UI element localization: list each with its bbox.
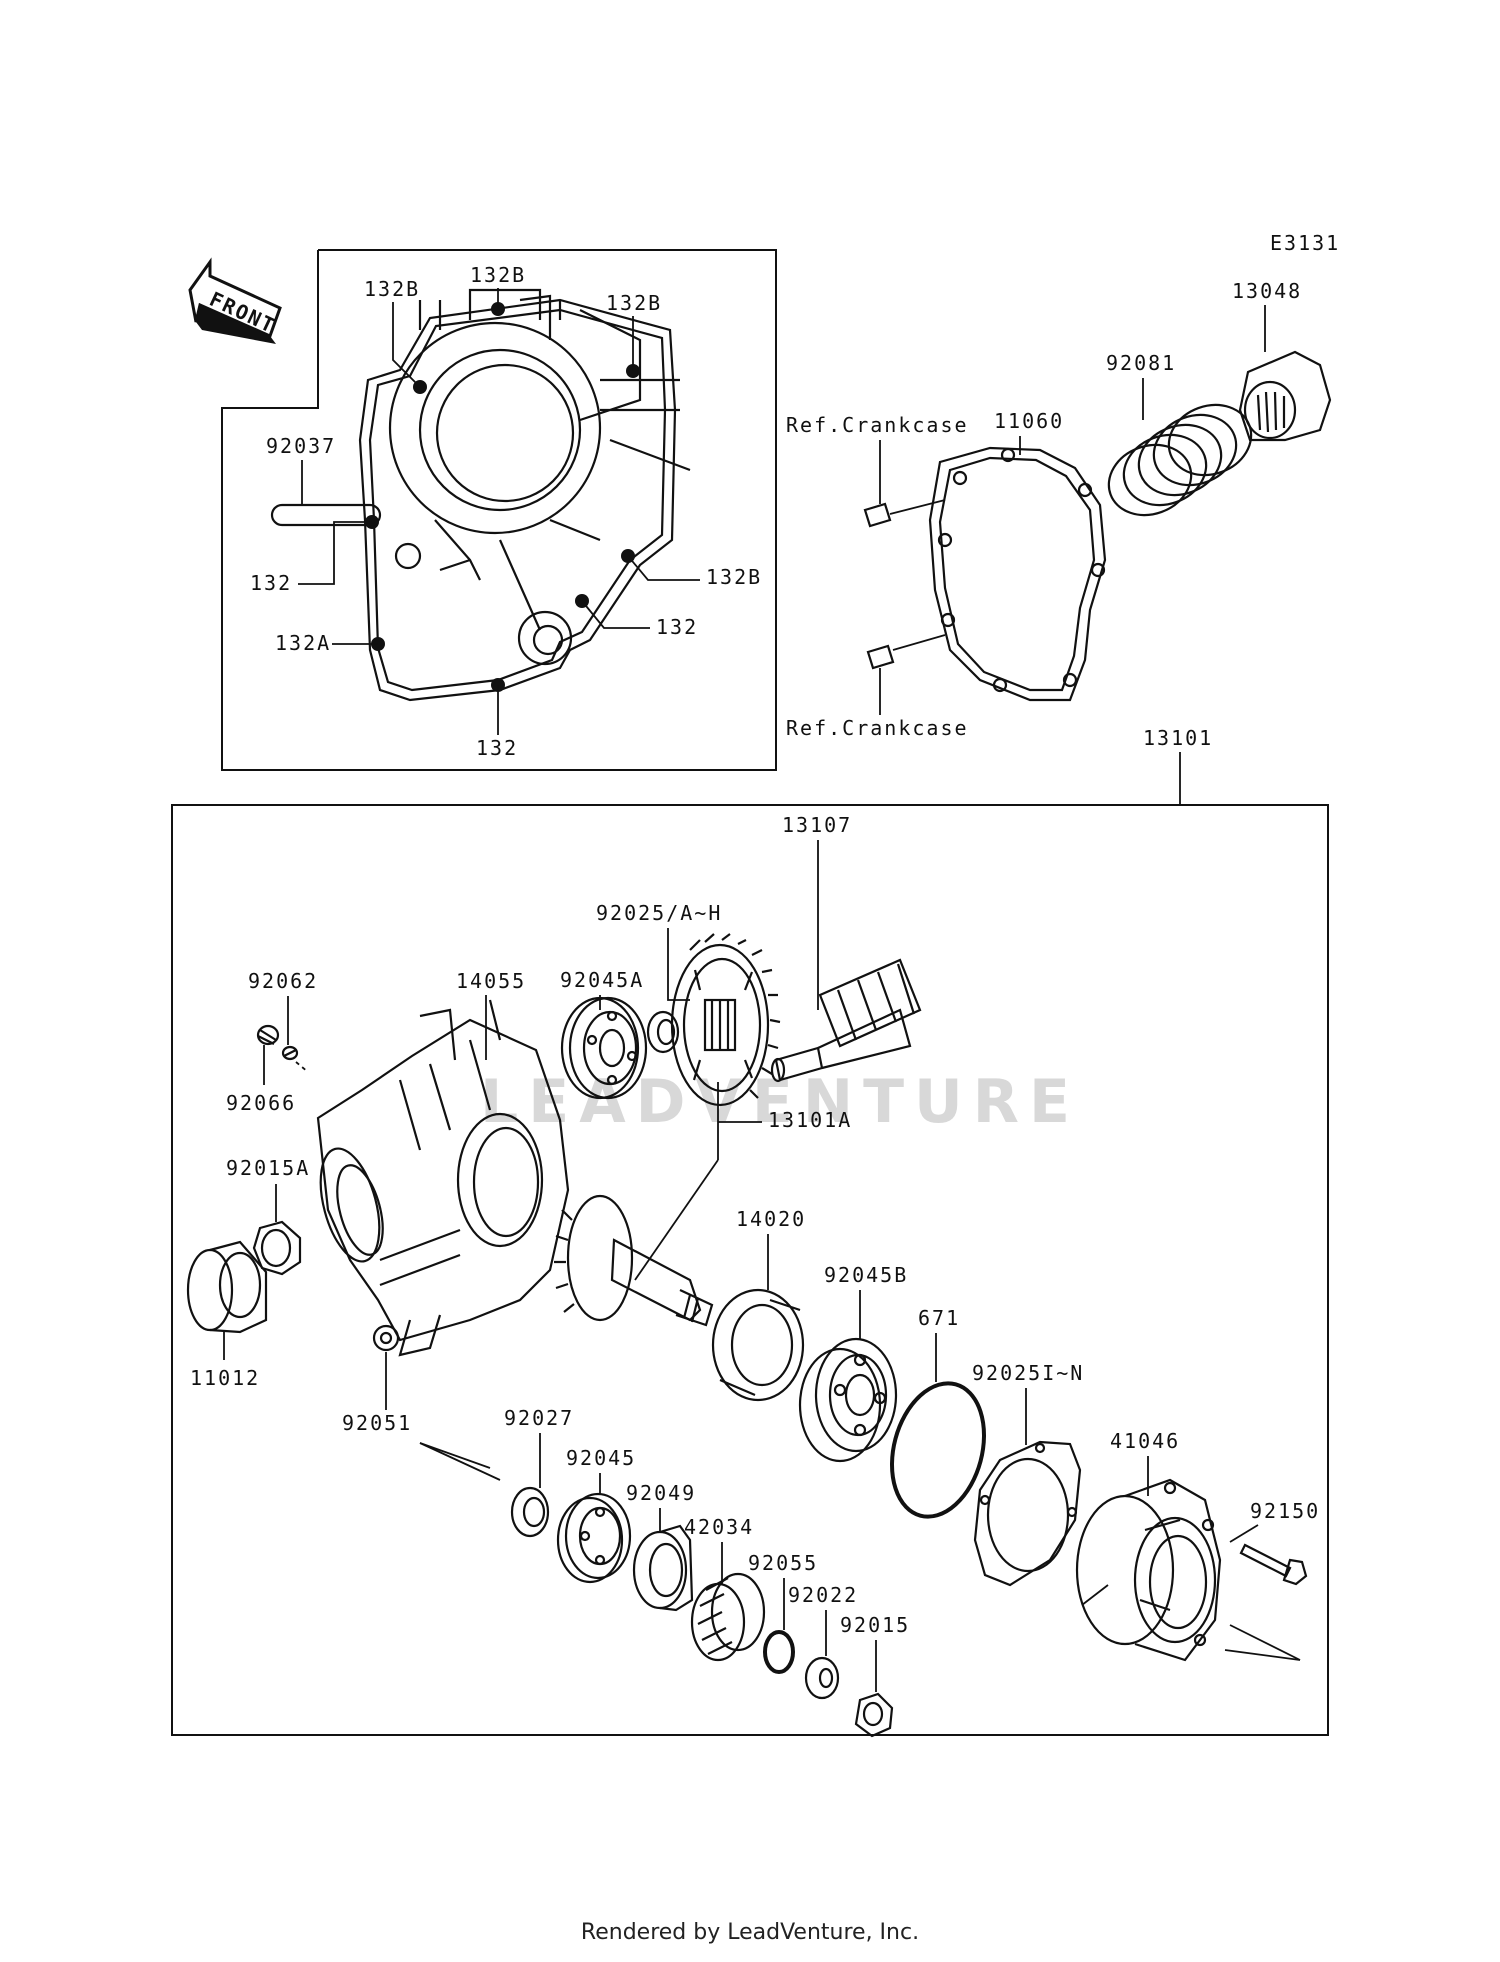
label-132b-3: 132B <box>606 291 662 315</box>
label-92150: 92150 <box>1250 1499 1320 1523</box>
label-92022: 92022 <box>788 1583 858 1607</box>
label-13048: 13048 <box>1232 279 1302 303</box>
part-41046-cover <box>1075 1478 1222 1662</box>
label-92081: 92081 <box>1106 351 1176 375</box>
part-92045b-bearing <box>798 1337 898 1463</box>
label-41046: 41046 <box>1110 1429 1180 1453</box>
label-92015: 92015 <box>840 1613 910 1637</box>
part-92062-screw <box>281 1045 299 1061</box>
diagram-code: E3131 <box>1270 231 1340 255</box>
label-11060: 11060 <box>994 409 1064 433</box>
dowel-pin-bottom <box>866 634 946 715</box>
label-132a: 132A <box>275 631 331 655</box>
label-92055: 92055 <box>748 1551 818 1575</box>
part-13048 <box>1238 350 1332 442</box>
label-11012: 11012 <box>190 1366 260 1390</box>
part-92049-seal <box>632 1524 694 1612</box>
label-132b-2: 132B <box>470 263 526 287</box>
part-92022-washer <box>804 1656 840 1700</box>
dowel-pin-top <box>863 440 946 528</box>
label-ref-crankcase-bottom: Ref.Crankcase <box>786 716 969 740</box>
part-92081-spring <box>1107 403 1253 517</box>
label-13101a: 13101A <box>768 1108 852 1132</box>
label-92062: 92062 <box>248 969 318 993</box>
part-92055-circlip <box>763 1630 795 1674</box>
label-92066: 92066 <box>226 1091 296 1115</box>
inset-box <box>221 249 777 771</box>
label-13107: 13107 <box>782 813 852 837</box>
footer-credit: Rendered by LeadVenture, Inc. <box>580 1920 920 1945</box>
part-ring-small <box>646 1010 680 1054</box>
part-92051-nut <box>372 1324 400 1352</box>
part-11012-seal <box>186 1240 268 1334</box>
label-13101: 13101 <box>1143 726 1213 750</box>
label-92027: 92027 <box>504 1406 574 1430</box>
label-132b-1: 132B <box>364 277 420 301</box>
label-132-left: 132 <box>250 571 292 595</box>
label-92025-ah: 92025/A~H <box>596 901 722 925</box>
part-92027-washer <box>510 1486 550 1538</box>
part-92015-nut <box>854 1692 894 1738</box>
part-671-oring <box>889 1381 987 1519</box>
part-92025in-shim <box>973 1440 1082 1587</box>
part-92150-bolt <box>1239 1543 1308 1586</box>
label-92045b: 92045B <box>824 1263 908 1287</box>
part-13101a-bevel-gear <box>554 1194 714 1327</box>
part-11060-gasket <box>928 446 1107 702</box>
label-671: 671 <box>918 1306 960 1330</box>
part-14020-ring <box>711 1288 805 1402</box>
label-92025in: 92025I~N <box>972 1361 1084 1385</box>
label-92037: 92037 <box>266 434 336 458</box>
part-13107-shaft <box>770 958 922 1083</box>
part-92066-plug <box>256 1024 280 1046</box>
crankcase-cover <box>270 288 691 702</box>
main-box <box>171 804 1329 1736</box>
label-ref-crankcase-top: Ref.Crankcase <box>786 413 969 437</box>
part-92045a-bearing <box>560 996 648 1100</box>
label-92049: 92049 <box>626 1481 696 1505</box>
label-92015a: 92015A <box>226 1156 310 1180</box>
label-14055: 14055 <box>456 969 526 993</box>
label-132b-4: 132B <box>706 565 762 589</box>
part-92045-bearing <box>556 1492 632 1584</box>
part-14055-housing <box>316 999 570 1357</box>
part-92025-ah-gear <box>670 933 781 1107</box>
label-92045a: 92045A <box>560 968 644 992</box>
part-92015a-nut <box>252 1220 302 1276</box>
label-92045: 92045 <box>566 1446 636 1470</box>
label-14020: 14020 <box>736 1207 806 1231</box>
part-42034-gear <box>690 1572 766 1662</box>
label-132-right: 132 <box>656 615 698 639</box>
label-132-bottom: 132 <box>476 736 518 760</box>
label-92051: 92051 <box>342 1411 412 1435</box>
label-42034: 42034 <box>684 1515 754 1539</box>
front-arrow-icon: FRONT <box>188 257 282 344</box>
